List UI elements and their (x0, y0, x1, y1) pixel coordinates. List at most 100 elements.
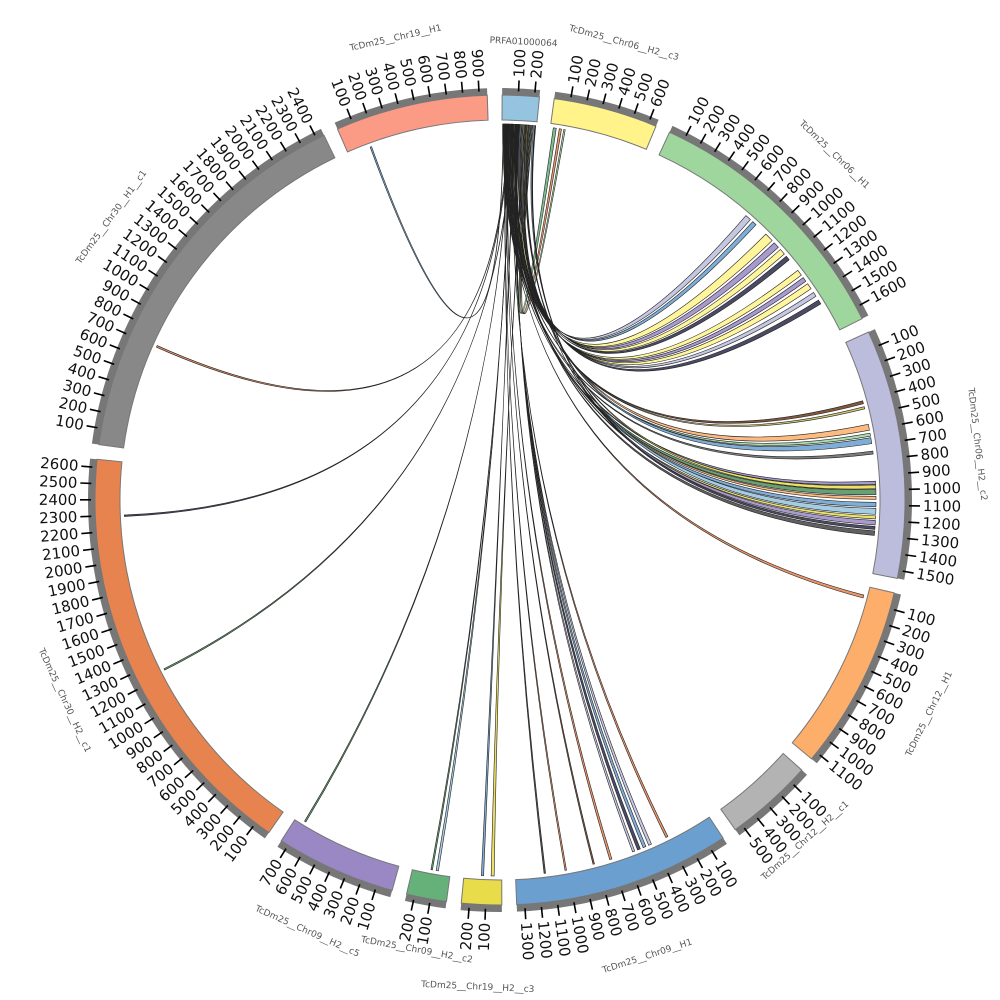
chromosome-block[interactable] (658, 131, 863, 331)
chromosome-block[interactable] (720, 752, 803, 831)
tick-label: 900 (584, 911, 608, 943)
link-ribbon (514, 124, 652, 846)
tick-mark (902, 570, 914, 574)
scale-band (277, 840, 393, 898)
tick-mark (362, 102, 368, 114)
tick-mark (884, 356, 896, 362)
tick-mark (851, 284, 862, 292)
tick-mark (378, 97, 383, 109)
chromosome-TcDm25__Chr09__H1: 1002003004005006007008009001000110012001… (515, 816, 741, 977)
tick-mark (889, 372, 901, 378)
tick-label: 1100 (923, 497, 961, 516)
chromosome-TcDm25__Chr12__H1: 10020030040050060070080090010001100TcDm2… (791, 586, 955, 795)
tick-label: 900 (921, 461, 951, 481)
tick-mark (91, 596, 103, 601)
tick-label: 500 (910, 390, 942, 414)
tick-mark (195, 781, 205, 791)
tick-mark (699, 133, 707, 144)
tick-mark (219, 804, 229, 815)
tick-mark (279, 848, 287, 859)
chromosome-block[interactable] (460, 877, 503, 906)
chromosome-block[interactable] (94, 458, 284, 834)
tick-label: 700 (917, 425, 948, 447)
tick-mark (427, 902, 431, 914)
tick-mark (685, 125, 692, 137)
tick-mark (856, 699, 867, 707)
chromosome-block[interactable] (501, 94, 541, 123)
tick-mark (883, 640, 895, 646)
tick-label: 1200 (922, 514, 961, 534)
tick-label: 2100 (41, 542, 81, 564)
chromosome-block[interactable] (336, 94, 489, 153)
tick-mark (859, 299, 870, 306)
tick-mark (157, 255, 168, 264)
tick-mark (743, 827, 752, 838)
tick-mark (294, 133, 302, 144)
tick-mark (790, 204, 800, 214)
tick-mark (894, 388, 906, 393)
tick-mark (410, 899, 415, 911)
tick-mark (460, 81, 464, 93)
tick-mark (189, 216, 199, 225)
tick-mark (85, 564, 97, 568)
tick-mark (651, 879, 658, 890)
tick-mark (225, 181, 234, 191)
link-ribbon (509, 123, 876, 520)
tick-mark (710, 849, 718, 860)
tick-mark (877, 655, 889, 662)
tick-label: 100 (54, 411, 85, 434)
tick-mark (540, 906, 544, 918)
tick-mark (633, 103, 639, 115)
chromosome-block[interactable] (845, 331, 906, 580)
tick-mark (251, 160, 260, 171)
link-ribbon (531, 125, 876, 530)
tick-mark (279, 141, 287, 152)
tick-label: 200 (581, 57, 605, 89)
tick-mark (265, 150, 274, 161)
tick-mark (355, 883, 361, 895)
tick-mark (135, 703, 146, 711)
link-ribbon (156, 123, 509, 392)
tick-mark (232, 815, 242, 826)
tick-mark (427, 86, 431, 98)
tick-mark (766, 181, 776, 192)
tick-label: 700 (432, 51, 454, 82)
chromosome-label: TcDm25__Chr09__H1 (600, 938, 693, 977)
tick-label: 2600 (40, 454, 80, 475)
tick-mark (793, 784, 803, 793)
tick-mark (477, 80, 480, 92)
link-ribbon (505, 123, 595, 865)
tick-mark (81, 465, 93, 468)
tick-mark (238, 170, 247, 181)
chromosome-block[interactable] (280, 819, 400, 891)
tick-label: 2400 (39, 491, 77, 509)
tick-mark (636, 884, 642, 896)
link-ribbon (435, 123, 512, 872)
tick-mark (212, 192, 222, 202)
chromosome-TcDm25__Chr06__H2__c2: 1002003004005006007008009001000110012001… (845, 321, 988, 589)
tick-mark (394, 93, 399, 105)
tick-mark (741, 160, 750, 171)
chromosome-block[interactable] (791, 586, 895, 760)
tick-mark (802, 217, 812, 226)
chromosome-block[interactable] (515, 816, 724, 906)
chromosome-block[interactable] (405, 869, 451, 903)
tick-mark (88, 580, 100, 585)
chromosome-TcDm25__Chr19__H1: 100200300400500600700800900TcDm25__Chr19… (327, 23, 489, 153)
tick-mark (139, 283, 150, 291)
tick-mark (779, 193, 788, 203)
tick-mark (649, 108, 655, 120)
tick-mark (907, 537, 919, 541)
scale-band (334, 88, 488, 130)
tick-mark (93, 392, 105, 397)
tick-label: 100 (510, 48, 529, 77)
chromosome-block[interactable] (550, 98, 657, 150)
chromosome-label: TcDm25__Chr19__H1 (348, 23, 443, 54)
tick-mark (207, 793, 217, 803)
tick-mark (178, 228, 188, 238)
tick-mark (81, 531, 93, 535)
tick-mark (908, 521, 920, 524)
chromosome-block[interactable] (98, 134, 336, 449)
tick-mark (618, 97, 623, 109)
